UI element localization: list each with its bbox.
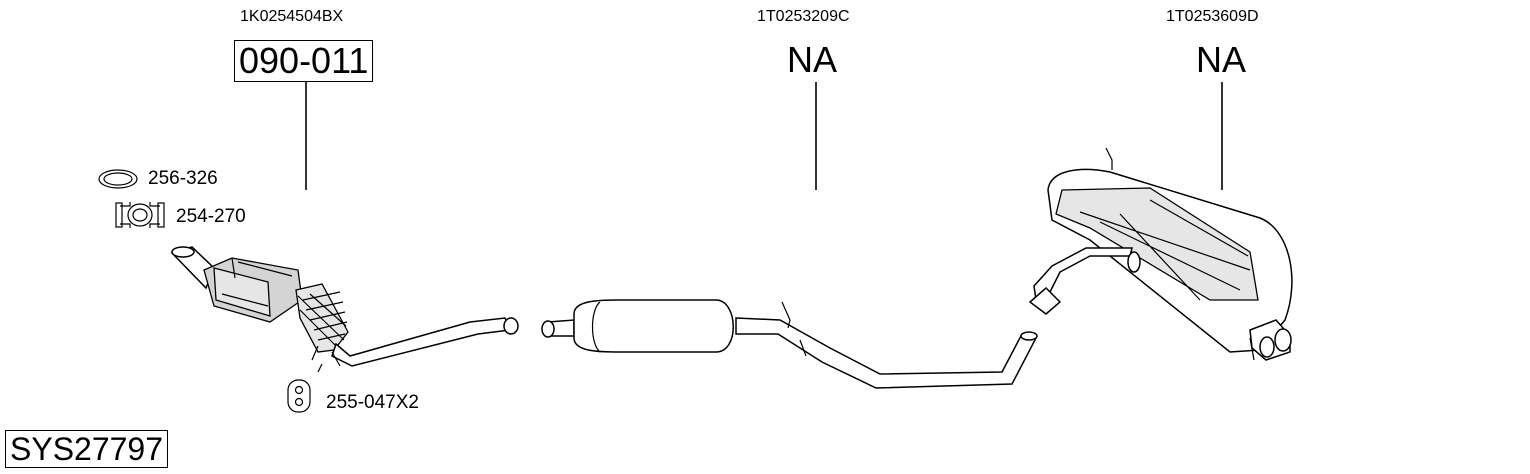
oe-number-label: 1T0253609D [1166, 8, 1259, 25]
oe-number-label: 1K0254504BX [240, 8, 344, 25]
catalytic-converter-drawing [170, 246, 519, 373]
accessory-label-gasket[interactable]: 256-326 [148, 168, 218, 189]
pipe-clamp-icon [115, 202, 165, 228]
part-number-label: NA [1196, 39, 1247, 80]
rubber-mount-icon [287, 379, 311, 413]
rear-silencer-drawing [1028, 147, 1293, 361]
part-number-label: NA [787, 39, 838, 80]
part-number-box[interactable]: 090-011 [234, 40, 374, 82]
gasket-ring-icon [98, 169, 138, 189]
system-id-box: SYS27797 [5, 430, 169, 468]
middle-silencer-drawing [541, 299, 1038, 389]
accessory-label-clamp[interactable]: 254-270 [176, 206, 246, 227]
accessory-label-mount[interactable]: 255-047X2 [326, 392, 419, 413]
oe-number-label: 1T0253209C [757, 8, 850, 25]
